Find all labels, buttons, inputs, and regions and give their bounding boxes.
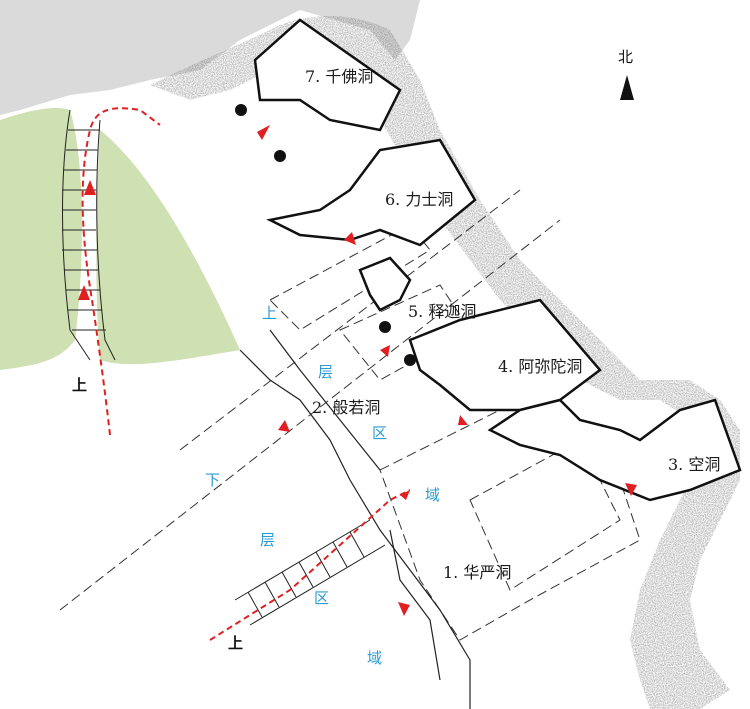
north-arrow: 北 <box>618 48 634 100</box>
vegetation-area <box>96 130 240 365</box>
route-arrowheads <box>78 125 637 616</box>
cave-5-passage <box>358 256 412 312</box>
north-label: 北 <box>618 48 633 66</box>
cave-3-outline <box>487 398 742 502</box>
lower-zone-char-3: 区 <box>314 589 329 607</box>
cave-7-outline <box>253 18 402 132</box>
upper-zone-char-2: 层 <box>318 363 333 381</box>
cave-3-label: 3. 空洞 <box>668 455 720 474</box>
vegetation-left <box>0 108 82 370</box>
cave-6-label: 6. 力士洞 <box>385 190 453 209</box>
upper-zone-char-1: 上 <box>262 304 277 322</box>
upper-zone-char-3: 区 <box>372 424 387 442</box>
feature-dots <box>235 104 416 366</box>
cave-4-label: 4. 阿弥陀洞 <box>498 357 582 376</box>
upper-zone-char-4: 域 <box>425 486 440 504</box>
upper-staircase <box>62 109 116 361</box>
cave-7-label: 7. 千佛洞 <box>305 67 373 86</box>
lower-staircase <box>234 519 386 626</box>
cave-outlines <box>253 18 742 502</box>
walkway-lines <box>239 329 471 709</box>
lower-zone-char-2: 层 <box>260 531 275 549</box>
lower-stair-up-label: 上 <box>228 634 243 652</box>
cave-1-label: 1. 华严洞 <box>443 563 511 582</box>
lower-zone-char-1: 下 <box>205 471 220 489</box>
cave-5-label: 5. 释迦洞 <box>408 302 476 321</box>
lower-zone-char-4: 域 <box>367 649 382 667</box>
cave-2-label: 2. 般若洞 <box>312 398 380 417</box>
upper-stair-up-label: 上 <box>72 376 87 394</box>
cave-6-outline <box>266 138 477 247</box>
lower-zone-label: 下 层 区 域 <box>205 471 382 667</box>
cave-labels: 7. 千佛洞 6. 力士洞 5. 释迦洞 4. 阿弥陀洞 2. 般若洞 3. 空… <box>305 67 720 582</box>
upper-zone-label: 上 层 区 域 <box>262 304 440 504</box>
